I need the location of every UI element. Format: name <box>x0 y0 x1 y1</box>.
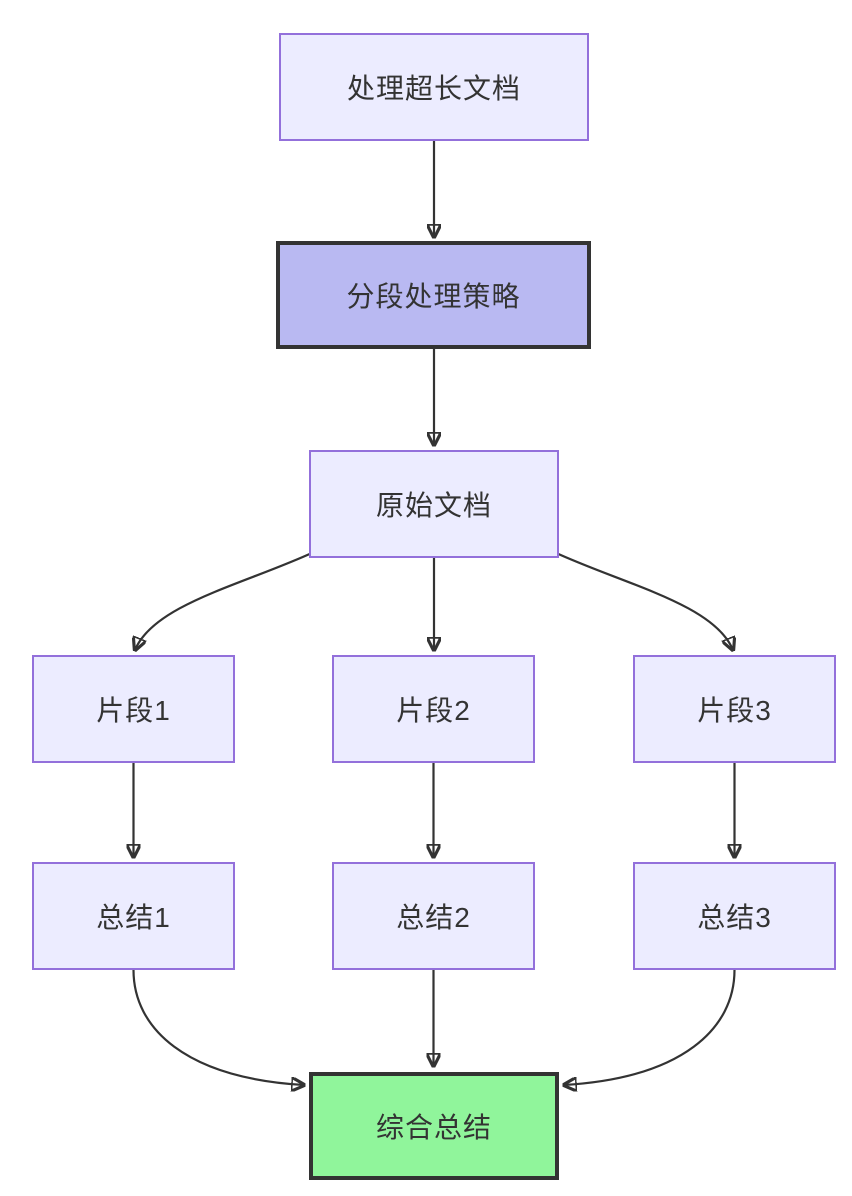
edge-original-document-to-fragment-3 <box>553 551 733 650</box>
node-original-document: 原始文档 <box>309 450 559 558</box>
node-summary-2: 总结2 <box>332 862 535 970</box>
node-fragment-3: 片段3 <box>633 655 836 763</box>
node-fragment-2: 片段2 <box>332 655 535 763</box>
node-summary-3: 总结3 <box>633 862 836 970</box>
node-process-long-document: 处理超长文档 <box>279 33 589 141</box>
edge-original-document-to-fragment-1 <box>135 551 315 650</box>
node-summary-1: 总结1 <box>32 862 235 970</box>
edge-summary-1-to-final-summary <box>132 969 305 1085</box>
node-segmentation-strategy: 分段处理策略 <box>276 241 591 349</box>
node-fragment-1: 片段1 <box>32 655 235 763</box>
edge-summary-3-to-final-summary <box>564 969 736 1085</box>
node-final-summary: 综合总结 <box>309 1072 559 1180</box>
